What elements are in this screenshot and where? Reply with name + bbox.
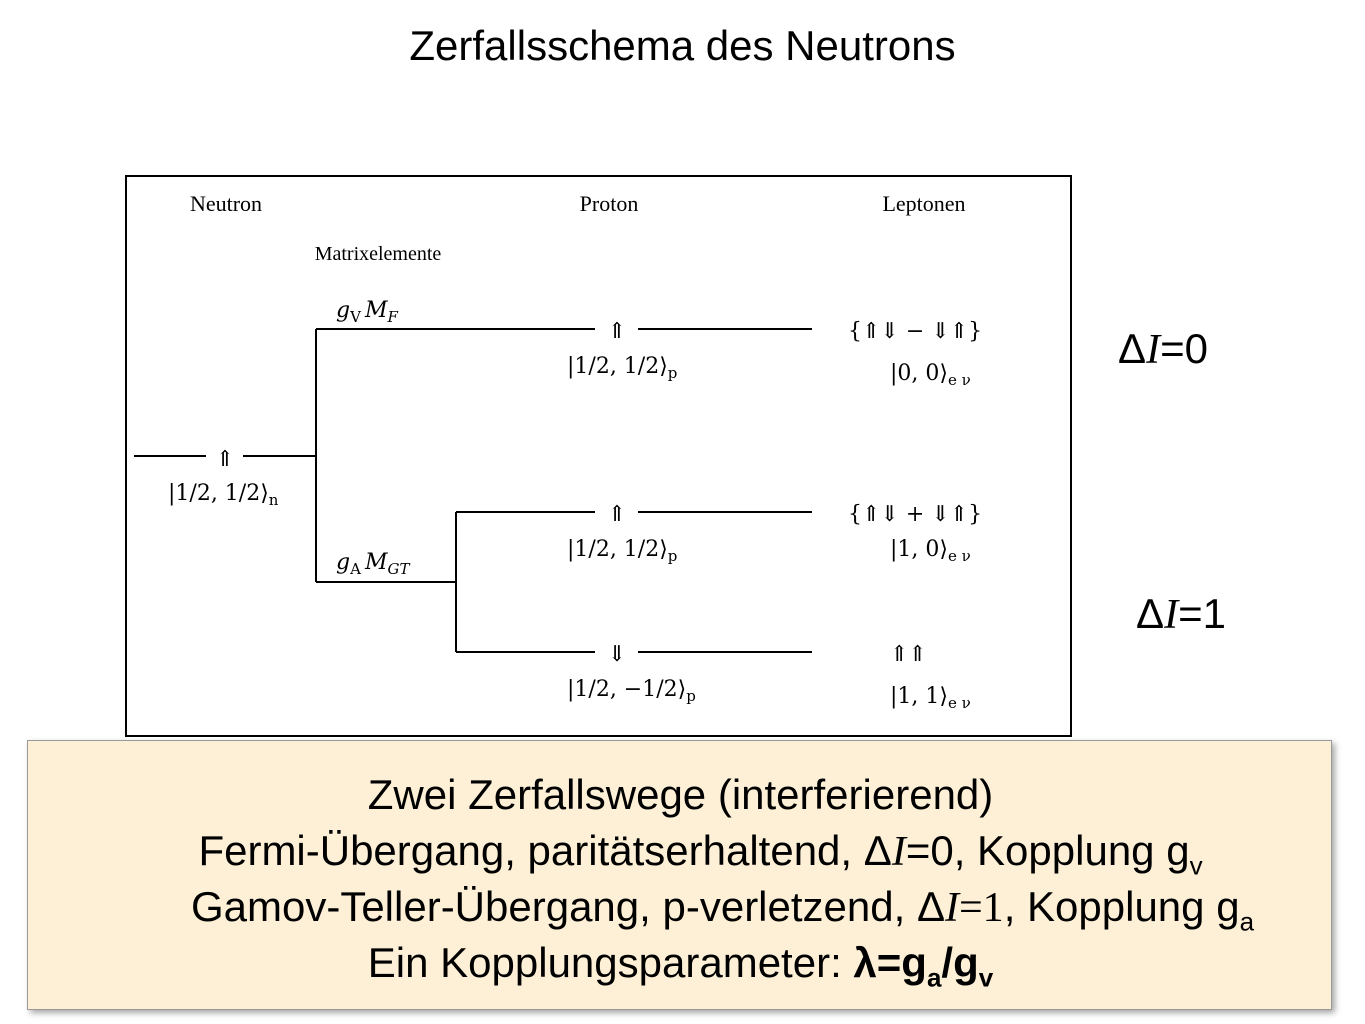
callout-line-1: Zwei Zerfallswege (interferierend) [367,771,994,818]
branch2-lepton-config: {⇑⇓ + ⇓⇑} [848,502,982,527]
column-proton-label: Proton [580,191,639,216]
page-title: Zerfallsschema des Neutrons [409,22,956,69]
branch1-lepton-config: {⇑⇓ − ⇓⇑} [848,319,982,344]
branch3-lepton-state: |1, 1⟩e ν [890,684,971,712]
branch2-lepton-state: |1, 0⟩e ν [890,537,971,565]
branch1-lepton-state: |0, 0⟩e ν [890,361,971,389]
branch2-proton-state: |1/2, 1/2⟩p [567,537,677,565]
branch1-proton-state: |1/2, 1/2⟩p [567,354,677,382]
delta-i-zero-label: ΔI=0 [1118,325,1208,373]
summary-callout: Zwei Zerfallswege (interferierend) Fermi… [27,740,1332,1010]
neutron-state: |1/2, 1/2⟩n [168,481,279,509]
callout-line-3: Gamov-Teller-Übergang, p-verletzend, ΔI=… [190,883,1255,937]
neutron-spin-arrow: ⇑ [216,447,234,472]
matrix-elements-label: Matrixelemente [315,243,442,265]
branch2-spin-arrow: ⇑ [608,502,626,527]
branch3-spin-arrow: ⇓ [608,642,626,667]
column-neutron-label: Neutron [190,191,262,216]
callout-line-2: Fermi-Übergang, paritätserhaltend, ΔI=0,… [198,827,1203,881]
branch3-lepton-config: ⇑⇑ [890,642,927,667]
branch-lines [134,328,812,653]
branch3-proton-state: |1/2, −1/2⟩p [567,677,696,705]
column-leptons-label: Leptonen [882,191,965,216]
delta-i-one-label: ΔI=1 [1136,590,1226,638]
callout-line-4: Ein Kopplungsparameter: λ=ga/gv [367,939,994,993]
branch1-spin-arrow: ⇑ [608,319,626,344]
